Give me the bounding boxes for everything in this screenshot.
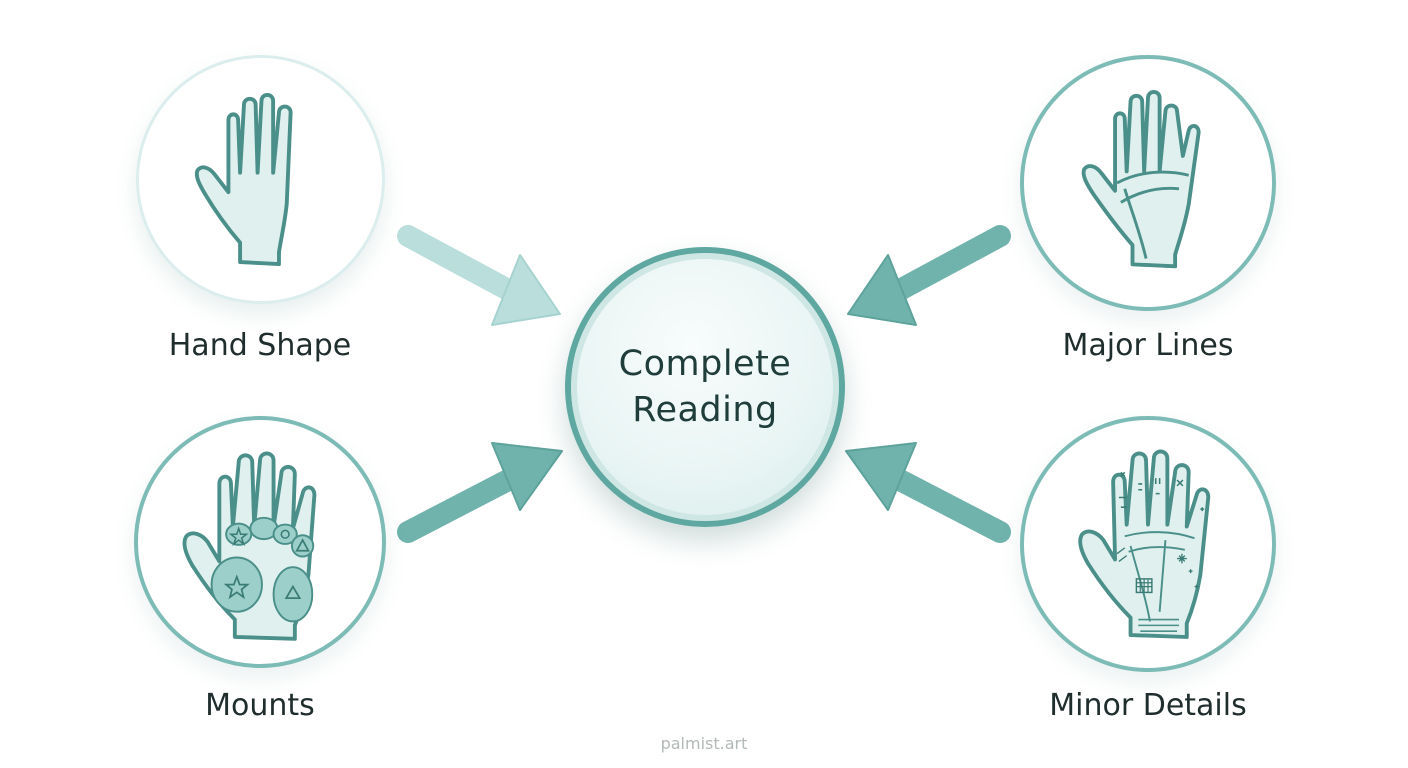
palm-lines-icon: [1081, 90, 1201, 269]
arrow-mounts-to-center: [397, 442, 563, 543]
label-mounts: Mounts: [205, 688, 315, 723]
node-minor-details: [1020, 416, 1276, 672]
arrow-minor-details-to-center: [845, 442, 1011, 543]
label-major-lines: Major Lines: [1062, 328, 1234, 363]
label-hand-shape: Hand Shape: [168, 328, 352, 363]
palm-markings-icon: [1078, 449, 1211, 639]
node-hand-shape: [136, 55, 385, 304]
footer-watermark: palmist.art: [660, 734, 748, 753]
label-minor-details: Minor Details: [1049, 688, 1247, 723]
center-label-line-2: Reading: [632, 390, 778, 430]
node-mounts: [134, 416, 386, 668]
palm-mounts-icon: [182, 451, 317, 641]
arrow-major-lines-to-center: [847, 225, 1011, 326]
arrow-hand-shape-to-center: [397, 225, 561, 326]
center-label: Complete Reading: [571, 341, 839, 433]
node-major-lines: [1020, 55, 1276, 311]
hand-outline-icon: [194, 93, 293, 267]
center-label-line-1: Complete: [618, 344, 792, 384]
node-complete-reading: Complete Reading: [565, 247, 845, 527]
